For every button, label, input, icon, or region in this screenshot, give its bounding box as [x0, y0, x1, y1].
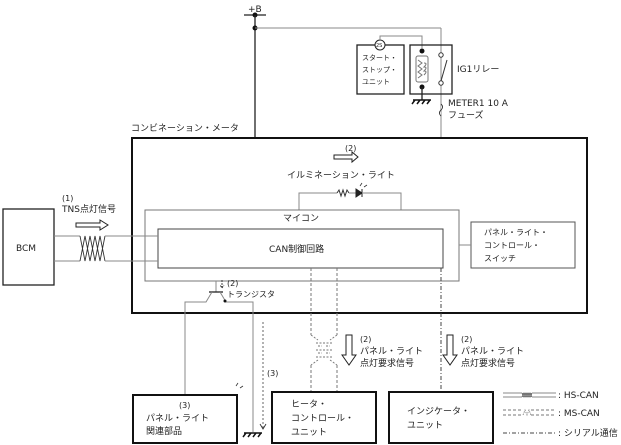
combination-meter: コンビネーション・メータ: [131, 123, 588, 314]
legend: : HS-CAN : MS-CAN : シリアル通信: [503, 391, 618, 439]
heater-label-2: コントロール・: [291, 414, 354, 424]
ground-flow-step: (3): [267, 369, 278, 378]
request-1-step: (2): [360, 335, 371, 344]
panel-parts-label-1: パネル・ライト: [146, 413, 209, 424]
request-2-step: (2): [461, 335, 472, 344]
connector-2s-label: 2S: [376, 43, 382, 49]
flow-arrow-right-icon: [333, 150, 359, 164]
heater-label-1: ヒータ・: [291, 399, 327, 410]
combination-meter-label: コンビネーション・メータ: [131, 123, 239, 134]
start-stop-wire: [379, 35, 423, 48]
request-2-label-1: パネル・ライト: [461, 346, 524, 357]
can-control-box: [157, 228, 444, 269]
transistor-collector-wire: [184, 291, 213, 395]
tns-label: TNS点灯信号: [61, 203, 116, 215]
microcomputer-label: マイコン: [283, 214, 319, 224]
bcm: BCM: [2, 208, 55, 286]
flow-arrow-down-icon: [442, 334, 458, 366]
ig1-relay: IG1リレー: [409, 44, 499, 105]
request-2-label-2: 点灯要求信号: [461, 357, 515, 369]
illumination-step: (2): [345, 144, 356, 153]
request-signal-2: (2) パネル・ライト 点灯要求信号: [442, 334, 524, 369]
illumination-light: (2) イルミネーション・ライト: [287, 144, 402, 210]
legend-hs-can-label: : HS-CAN: [558, 391, 599, 401]
illumination-label: イルミネーション・ライト: [287, 170, 395, 181]
transistor: (2) トランジスタ: [184, 279, 275, 432]
relay-node-top: [419, 48, 425, 54]
legend-item-ms-can: : MS-CAN: [503, 408, 600, 419]
panel-switch-label-2: コントロール・: [484, 241, 540, 250]
start-stop-label-1: スタート・: [362, 53, 397, 62]
ground-icon: [411, 99, 431, 105]
relay-winding-icon: [422, 62, 427, 76]
request-1-label-1: パネル・ライト: [360, 346, 423, 357]
ground-flow: (3): [242, 322, 278, 438]
indicator-label-2: ユニット: [407, 421, 443, 431]
panel-parts-step: (3): [179, 401, 190, 410]
heater-control-unit: ヒータ・ コントロール・ ユニット: [271, 391, 377, 444]
flow-arrow-down-icon: [259, 423, 267, 430]
indicator-unit-box: [388, 391, 494, 444]
twisted-pair-icon: [79, 235, 106, 262]
relay-coil-icon: [417, 59, 423, 79]
fuse-label-2: フューズ: [448, 109, 484, 121]
relay-coil-frame: [415, 55, 429, 83]
legend-item-serial: : シリアル通信: [503, 427, 618, 439]
ms-can-heater: [310, 268, 338, 392]
panel-parts-box: [132, 394, 238, 444]
combination-meter-box: [131, 137, 588, 314]
relay-switch-icon: [440, 59, 448, 82]
microcomputer: マイコン CAN制御回路: [144, 209, 460, 282]
power-label: +B: [248, 5, 262, 15]
request-1-label-2: 点灯要求信号: [360, 357, 414, 369]
transistor-step: (2): [227, 279, 238, 288]
transistor-label: トランジスタ: [227, 290, 275, 299]
tns-step: (1): [62, 194, 73, 203]
transistor-emitter-wire: [219, 291, 254, 432]
legend-serial-label: : シリアル通信: [558, 427, 618, 439]
legend-ms-can-label: : MS-CAN: [558, 409, 600, 419]
transistor-emitter-dot: [223, 299, 227, 303]
tns-signal: (1) TNS点灯信号: [54, 194, 158, 262]
led-light-rays-icon: [359, 182, 368, 188]
request-signal-1: (2) パネル・ライト 点灯要求信号: [341, 334, 423, 369]
bcm-box: [2, 208, 55, 286]
hs-can-twist-icon: [521, 392, 533, 398]
panel-parts-label-2: 関連部品: [146, 425, 182, 437]
ig1-relay-box: [409, 44, 453, 95]
ig1-relay-label: IG1リレー: [457, 65, 499, 75]
relay-contact-bottom: [438, 80, 444, 86]
fuse-label-1: METER1 10 A: [448, 99, 509, 109]
meter1-fuse: METER1 10 A フューズ: [439, 99, 509, 121]
panel-light-parts: (3) パネル・ライト 関連部品: [132, 382, 244, 444]
resistor-icon: [336, 188, 350, 198]
light-rays-icon: [235, 382, 244, 389]
panel-switch-label-3: スイッチ: [484, 254, 516, 263]
legend-item-hs-can: : HS-CAN: [503, 391, 599, 401]
ms-can-twisted-icon: [310, 334, 338, 366]
bcm-label: BCM: [16, 244, 36, 254]
heater-label-3: ユニット: [291, 428, 327, 438]
illum-wire-right: [362, 192, 402, 210]
illum-wire-left: [298, 192, 337, 210]
can-control-label: CAN制御回路: [269, 243, 324, 255]
fuse-icon: [439, 103, 443, 117]
flow-arrow-down-icon: [341, 334, 357, 366]
panel-light-switch: パネル・ライト・ コントロール・ スイッチ: [459, 221, 576, 269]
relay-contact-top: [438, 52, 444, 58]
led-icon: [355, 188, 363, 198]
indicator-label-1: インジケータ・: [407, 406, 470, 417]
panel-switch-label-1: パネル・ライト・: [484, 228, 548, 237]
ground-icon: [242, 432, 262, 438]
flow-arrow-right-icon: [75, 219, 109, 231]
indicator-unit: インジケータ・ ユニット: [388, 391, 494, 444]
start-stop-label-2: ストップ・: [362, 66, 397, 74]
start-stop-label-3: ユニット: [362, 78, 390, 86]
heater-unit-box: [271, 391, 377, 444]
flow-arrow-down-icon: [219, 280, 225, 290]
start-stop-unit: 2S スタート・ ストップ・ ユニット: [356, 35, 423, 95]
ms-can-twist-icon: [522, 408, 532, 417]
power-supply: +B: [244, 5, 442, 138]
